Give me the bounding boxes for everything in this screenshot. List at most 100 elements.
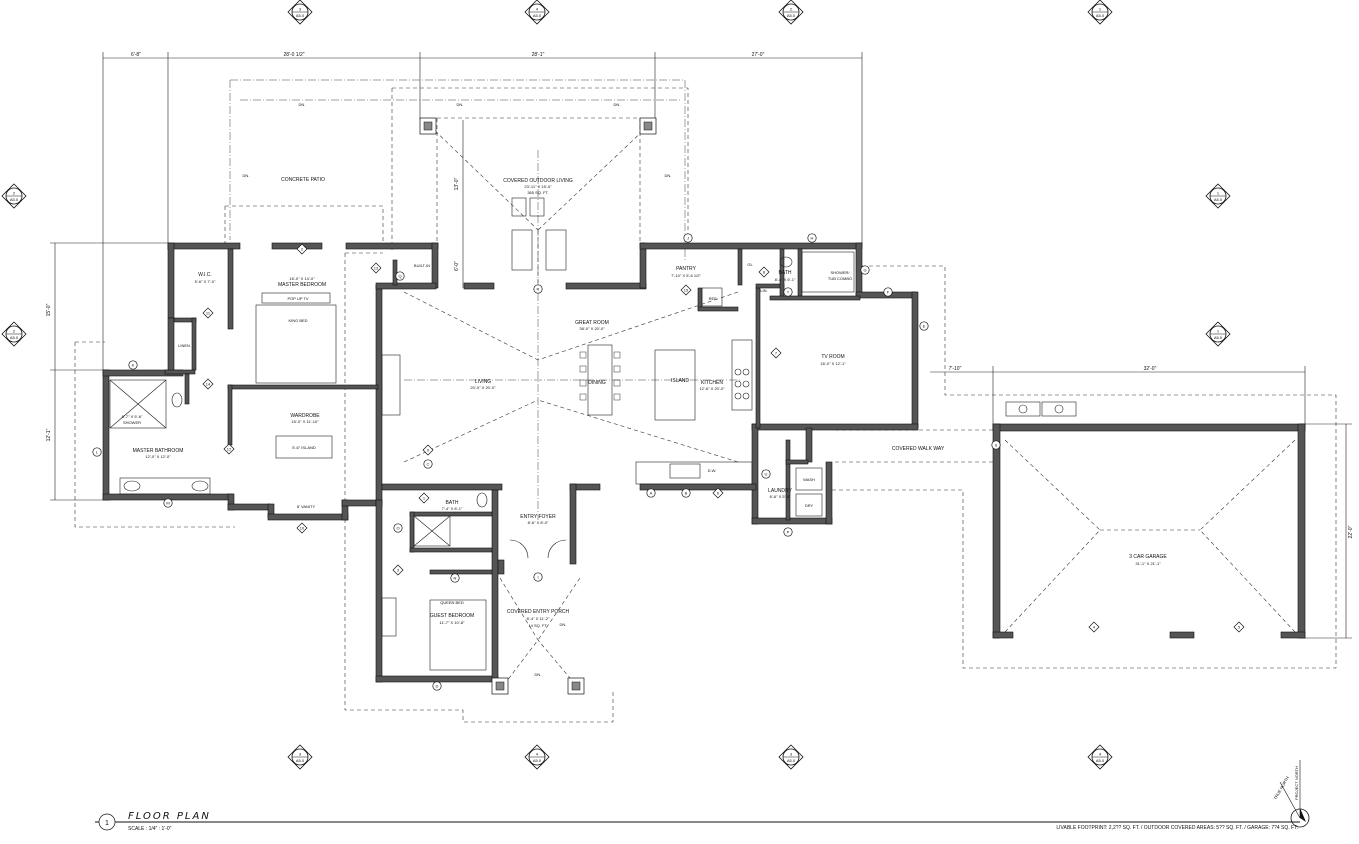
window-tag: 10	[296, 522, 308, 534]
svg-text:9: 9	[427, 448, 430, 453]
svg-text:U: U	[765, 472, 768, 477]
section-number: 4	[536, 7, 539, 12]
size-outdoor-living: 23'-11" X 15'-0"	[524, 184, 552, 189]
label-wash: WASH	[803, 477, 815, 482]
svg-text:M: M	[166, 501, 169, 506]
section-number: 3	[299, 7, 302, 12]
section-sheet: A5.0	[533, 13, 542, 18]
door-tag: A	[646, 488, 656, 498]
size-garage: 31'-1" X 21'-1"	[1135, 561, 1161, 566]
size-entry-foyer: 8'-6" X 8'-0"	[528, 520, 549, 525]
label-shower-combo-1: SHOWER/	[830, 270, 850, 275]
size-master-bedroom: 16'-0" X 14'-0"	[289, 276, 315, 281]
section-number: 2	[13, 191, 16, 196]
label-wic: W.I.C.	[198, 272, 212, 278]
section-sheet: A5.0	[533, 758, 542, 763]
true-north-label: TRUE NORTH	[1273, 775, 1290, 800]
size-kitchen: 12'-6" X 20'-0"	[699, 386, 725, 391]
door-tag: B	[681, 488, 691, 498]
size-shower: 5'-7" X 5'-6"	[122, 414, 143, 419]
size-great-room: 38'-0" X 20'-0"	[579, 326, 605, 331]
window-tag: 14	[202, 378, 214, 390]
door-tag: S	[991, 440, 1001, 450]
label-queen-bed: QUEEN BED	[440, 600, 464, 605]
window-tag: 7	[770, 347, 782, 359]
label-tv-room: TV ROOM	[821, 354, 844, 360]
label-entry-foyer: ENTRY FOYER	[520, 514, 556, 520]
size-tv-room: 16'-0" X 12'-1"	[820, 361, 846, 366]
svg-text:5: 5	[1238, 625, 1241, 630]
door-tag: H	[807, 233, 817, 243]
size-bath-upper: 8'-4" X 5'-1"	[775, 277, 796, 282]
dim-garage-right: 22'-0"	[1348, 525, 1354, 538]
window-tag: 1	[418, 492, 430, 504]
window-tag: 4	[1088, 621, 1100, 633]
size-living: 20'-0" X 20'-0"	[470, 385, 496, 390]
svg-text:J: J	[687, 236, 689, 241]
section-number: 1	[1217, 329, 1220, 334]
door-tag: F	[883, 287, 893, 297]
section-number: 2	[790, 7, 793, 12]
view-number: 1	[105, 820, 109, 827]
area-outdoor-living: 365 SQ. FT.	[527, 190, 548, 195]
label-living: LIVING	[475, 379, 492, 385]
fixtures	[109, 197, 1077, 671]
dim-top-1: 6'-8"	[131, 52, 141, 58]
label-vanity: 8' VANITY	[297, 504, 316, 509]
svg-text:3: 3	[397, 568, 400, 573]
window-tag: 6	[712, 487, 724, 499]
svg-text:7: 7	[775, 351, 778, 356]
label-pantry: PANTRY	[676, 266, 696, 272]
section-marker: 2A5.0	[1, 183, 27, 209]
svg-text:G: G	[863, 268, 866, 273]
porch-columns	[419, 117, 657, 695]
label-great-room: GREAT ROOM	[575, 320, 609, 326]
window-tag: 8	[758, 266, 770, 278]
size-master-bath: 12'-0" X 12'-0"	[145, 454, 171, 459]
dim-left-1: 15'-0"	[46, 303, 52, 316]
svg-text:L: L	[96, 450, 99, 455]
dim-top-2: 28'-0 1/2"	[283, 52, 304, 58]
section-sheet: A5.0	[10, 197, 19, 202]
dim-patio-depth-2: 6'-0"	[454, 261, 460, 271]
label-covered-walkway: COVERED WALK WAY	[892, 446, 945, 452]
svg-text:C: C	[427, 462, 430, 467]
section-sheet: A5.0	[296, 13, 305, 18]
svg-text:F: F	[887, 290, 890, 295]
svg-text:D: D	[436, 684, 439, 689]
label-gl: GL	[747, 262, 753, 267]
exterior-walls	[102, 242, 1306, 683]
label-wardrobe: WARDROBE	[290, 413, 320, 419]
door-tag: G	[860, 265, 870, 275]
drawing-scale: SCALE : 1/4" : 1'-0"	[128, 826, 172, 832]
svg-text:15: 15	[684, 288, 689, 293]
size-entry-porch: 8'-4" X 11'-2"	[527, 616, 550, 621]
svg-text:S: S	[995, 443, 998, 448]
room-labels: CONCRETE PATIO COVERED OUTDOOR LIVING 23…	[122, 102, 1168, 677]
label-bath-upper: BATH	[779, 270, 792, 276]
section-marker: 1A5.0	[1205, 183, 1231, 209]
dimension-labels: 6'-8" 28'-0 1/2" 28'-1" 27'-0" 15'-0" 12…	[46, 52, 1354, 538]
dim-top-4: 27'-0"	[752, 52, 765, 58]
svg-text:13: 13	[374, 266, 379, 271]
label-island: ISLAND	[671, 378, 689, 384]
door-tag: J	[683, 233, 693, 243]
svg-text:B: B	[685, 491, 688, 496]
view-number-bubble	[98, 813, 116, 831]
window-tag: 2	[296, 243, 308, 255]
label-master-bath: MASTER BATHROOM	[133, 448, 184, 454]
door-tag: P	[783, 527, 793, 537]
section-marker: 3A5.0	[287, 0, 313, 25]
size-wardrobe: 15'-0" X 11'-10"	[291, 419, 319, 424]
section-number: 3	[299, 752, 302, 757]
label-ref: REF.	[709, 296, 718, 301]
svg-text:6: 6	[717, 491, 720, 496]
dim-patio-depth: 13'-0"	[454, 177, 460, 190]
svg-text:K: K	[132, 363, 135, 368]
svg-text:14: 14	[206, 382, 211, 387]
label-down-1: DN.	[299, 102, 306, 107]
window-tag: 3	[392, 564, 404, 576]
svg-text:10: 10	[300, 526, 305, 531]
label-laundry: LAUNDRY	[768, 488, 792, 494]
